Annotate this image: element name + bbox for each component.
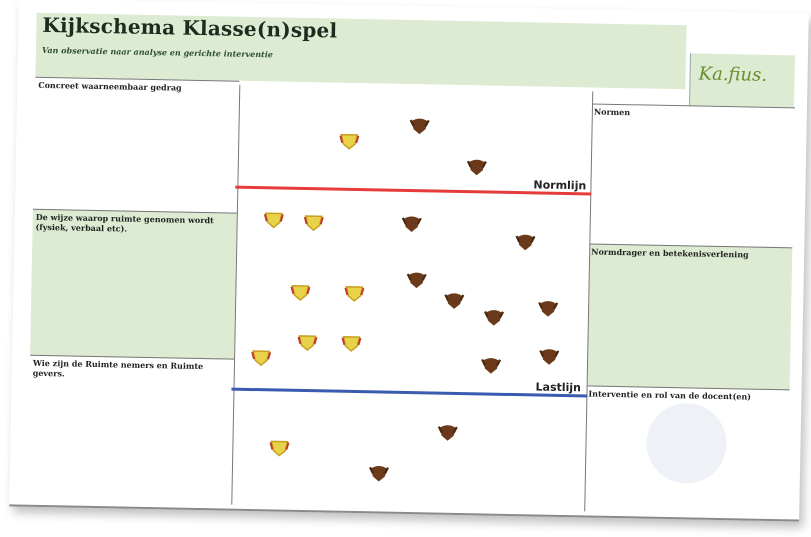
brown-token-10: [437, 421, 459, 443]
logo-text: Ka.fius.: [698, 63, 768, 86]
yellow-token-2: [303, 210, 325, 232]
panel-norms-label: Normen: [593, 106, 631, 118]
panel-norms: Normen: [588, 103, 796, 249]
last-line-label: Lastlijn: [535, 380, 582, 395]
panel-behaviour: Concreet waarneembaar gedrag: [32, 76, 240, 214]
panel-space-taking-label: De wijze waarop ruimte genomen wordt (fy…: [35, 211, 214, 234]
yellow-token-7: [250, 345, 272, 367]
panel-space-takers-label: Wie zijn de Ruimte nemers en Ruimte geve…: [32, 357, 204, 379]
panel-intervention-label: Interventie en rol van de docent(en): [588, 388, 752, 402]
panel-space-takers: Wie zijn de Ruimte nemers en Ruimte geve…: [27, 354, 235, 506]
brown-token-7: [537, 296, 559, 318]
brown-token-9: [538, 344, 560, 366]
yellow-token-3: [289, 280, 311, 302]
yellow-token-5: [296, 330, 318, 352]
panel-space-taking: De wijze waarop ruimte genomen wordt (fy…: [30, 208, 237, 360]
norm-line-label: Normlijn: [533, 178, 587, 193]
yellow-token-6: [340, 331, 362, 353]
brown-token-0: [408, 114, 430, 136]
brown-token-5: [443, 289, 465, 311]
token-layer: [19, 0, 809, 482]
brown-token-11: [368, 461, 390, 483]
yellow-token-4: [343, 281, 365, 303]
brown-token-2: [401, 212, 423, 234]
brown-token-4: [405, 268, 427, 290]
yellow-token-8: [268, 435, 290, 457]
yellow-token-1: [263, 207, 285, 229]
brown-token-3: [514, 230, 536, 252]
brown-token-1: [466, 155, 488, 177]
logo: Ka.fius.: [689, 53, 795, 108]
worksheet: Kijkschema Klasse(n)spel Van observatie …: [9, 0, 809, 522]
panel-norm-bearer-label: Normdrager en betekenisverlening: [591, 246, 749, 260]
brown-token-8: [480, 353, 502, 375]
panel-behaviour-label: Concreet waarneembaar gedrag: [38, 79, 182, 93]
yellow-token-0: [338, 129, 360, 151]
panel-norm-bearer: Normdrager en betekenisverlening: [585, 243, 793, 391]
brown-token-6: [483, 305, 505, 327]
